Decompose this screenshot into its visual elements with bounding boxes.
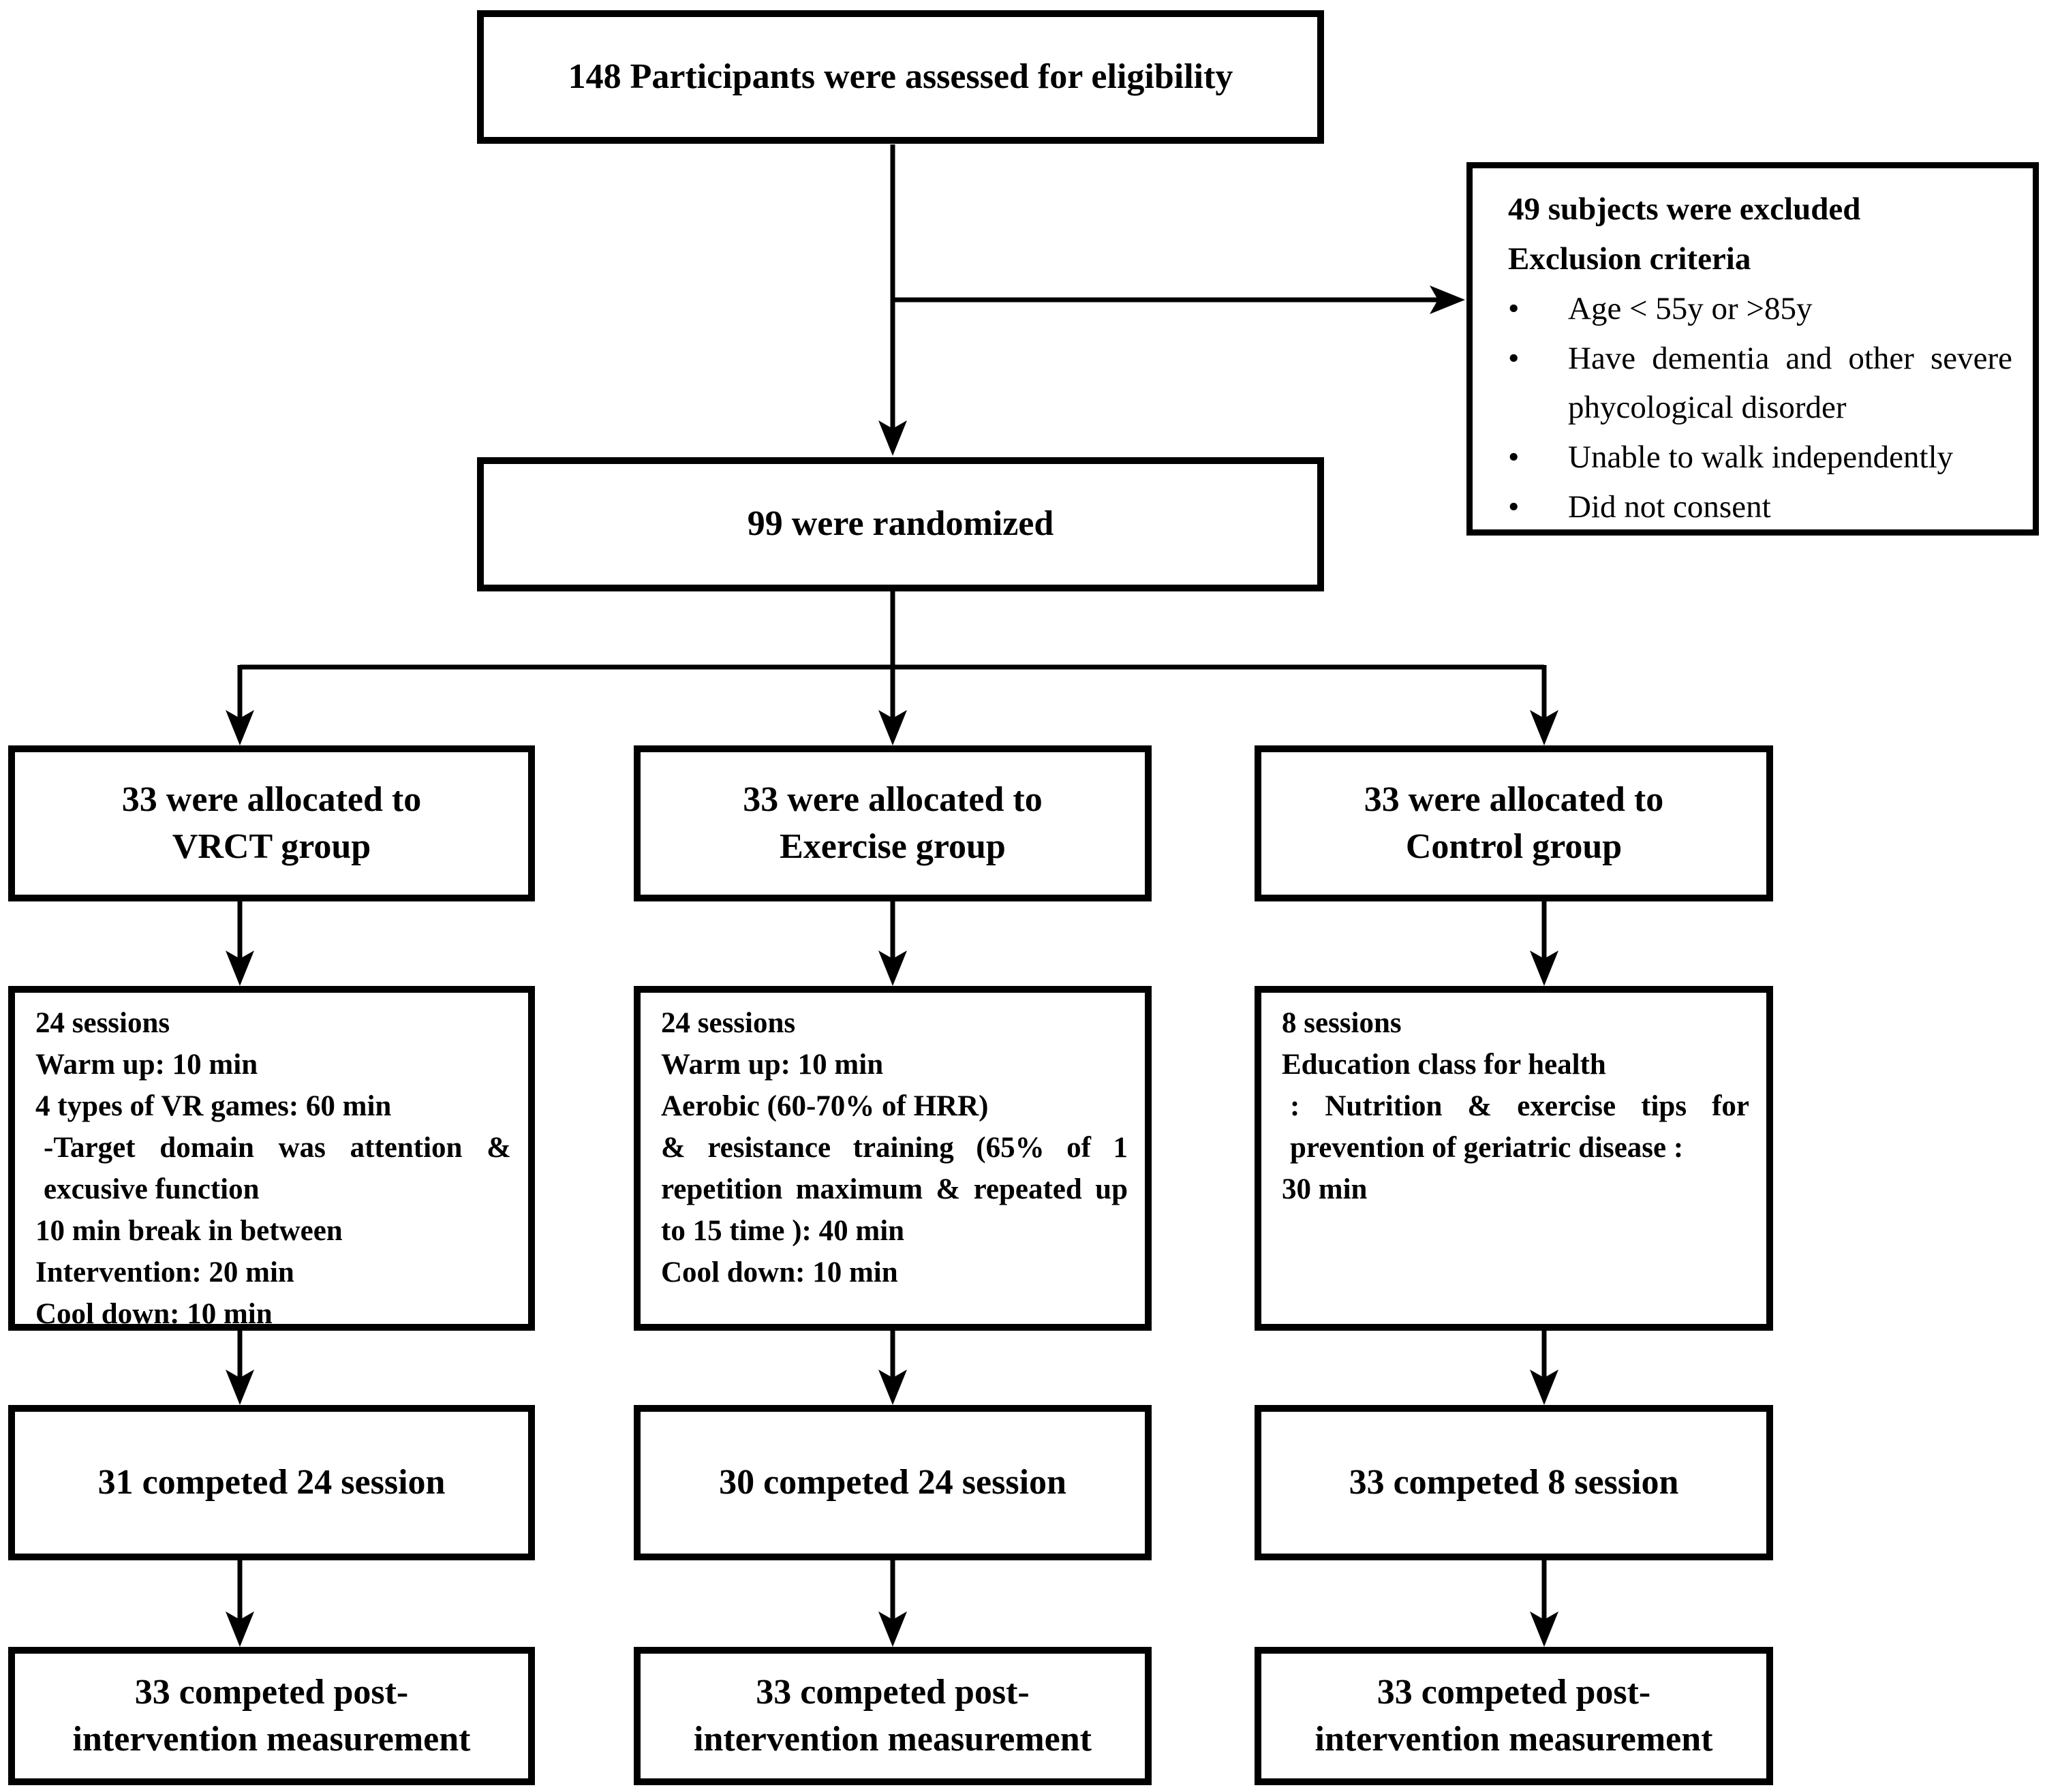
arrow-to-control-allocation	[1530, 665, 1558, 745]
protocol-line: 30 min	[1282, 1173, 1368, 1206]
post-line: 33 competed post-	[756, 1672, 1030, 1712]
arrow-control-to-protocol	[1530, 901, 1558, 986]
post-line: 33 competed post-	[1377, 1672, 1651, 1712]
exclusion-title: 49 subjects were excluded	[1508, 191, 1861, 227]
exclusion-bullet-text: Did not consent	[1568, 489, 1771, 525]
arrow-randomized-to-distributor	[240, 591, 1544, 670]
post-line: 33 competed post-	[134, 1672, 409, 1712]
allocation-line: Exercise group	[780, 827, 1006, 866]
protocol-line: Warm up: 10 min	[35, 1049, 258, 1081]
protocol-line: 8 sessions	[1282, 1007, 1402, 1039]
exclusion-box: 49 subjects were excluded Exclusion crit…	[1466, 162, 2039, 536]
protocol-line: 10 min break in between	[35, 1215, 343, 1248]
exclusion-bullet-age: • Age < 55y or >85y	[1508, 284, 2012, 334]
arrow-control-to-post	[1530, 1560, 1558, 1647]
exclusion-bullet-dementia: • Have dementia and other severe phycolo…	[1508, 334, 2012, 433]
protocol-line: Intervention: 20 min	[35, 1256, 294, 1289]
vrct-completed-box: 31 competed 24 session	[8, 1405, 535, 1560]
arrow-to-vrct-allocation	[226, 665, 254, 745]
protocol-line: Warm up: 10 min	[661, 1049, 884, 1081]
control-post-box: 33 competed post- intervention measureme…	[1255, 1647, 1773, 1785]
protocol-line: Education class for health	[1282, 1049, 1606, 1081]
allocation-line: 33 were allocated to	[1364, 779, 1664, 819]
control-protocol-box: 8 sessions Education class for health : …	[1255, 986, 1773, 1331]
allocation-line: Control group	[1405, 827, 1623, 866]
completed-text: 31 competed 24 session	[97, 1462, 446, 1502]
control-completed-box: 33 competed 8 session	[1255, 1405, 1773, 1560]
randomized-box: 99 were randomized	[477, 457, 1324, 591]
arrow-exercise-to-protocol	[878, 901, 907, 986]
allocation-line: 33 were allocated to	[121, 779, 422, 819]
vrct-post-box: 33 competed post- intervention measureme…	[8, 1647, 535, 1785]
arrow-vrct-to-protocol	[226, 901, 254, 986]
control-allocation-box: 33 were allocated to Control group	[1255, 745, 1773, 901]
post-line: intervention measurement	[1315, 1719, 1713, 1759]
protocol-line: Aerobic (60-70% of HRR)	[661, 1090, 989, 1123]
completed-text: 33 competed 8 session	[1349, 1462, 1679, 1502]
exercise-protocol-box: 24 sessions Warm up: 10 min Aerobic (60-…	[634, 986, 1152, 1331]
protocol-line: & resistance training (65% of 1 repetiti…	[661, 1132, 1128, 1248]
protocol-line: 4 types of VR games: 60 min	[35, 1090, 392, 1123]
protocol-line: : Nutrition & exercise tips for preventi…	[1290, 1090, 1749, 1164]
vrct-protocol-box: 24 sessions Warm up: 10 min 4 types of V…	[8, 986, 535, 1331]
exclusion-bullet-text: Age < 55y or >85y	[1568, 290, 1813, 326]
vrct-allocation-box: 33 were allocated to VRCT group	[8, 745, 535, 901]
completed-text: 30 competed 24 session	[719, 1462, 1066, 1502]
protocol-line: 24 sessions	[35, 1007, 170, 1039]
arrow-vrct-to-post	[226, 1560, 254, 1647]
protocol-line: 24 sessions	[661, 1007, 796, 1039]
arrow-vrct-to-completed	[226, 1331, 254, 1405]
protocol-line: Cool down: 10 min	[661, 1256, 898, 1289]
arrow-exercise-to-post	[878, 1560, 907, 1647]
arrow-to-exercise-allocation	[878, 665, 907, 745]
eligibility-box: 148 Participants were assessed for eligi…	[477, 10, 1324, 144]
arrow-exercise-to-completed	[878, 1331, 907, 1405]
arrow-eligibility-to-randomized	[878, 144, 907, 456]
bullet-icon: •	[1508, 439, 1520, 476]
protocol-line: Cool down: 10 min	[35, 1298, 273, 1331]
bullet-icon: •	[1508, 489, 1520, 525]
exclusion-bullet-consent: • Did not consent	[1508, 482, 2012, 532]
exclusion-bullet-text: Unable to walk independently	[1568, 439, 1954, 476]
post-line: intervention measurement	[72, 1719, 471, 1759]
exercise-completed-box: 30 competed 24 session	[634, 1405, 1152, 1560]
protocol-line: -Target domain was attention & excusive …	[44, 1132, 511, 1206]
allocation-line: VRCT group	[172, 827, 371, 866]
post-line: intervention measurement	[694, 1719, 1092, 1759]
allocation-line: 33 were allocated to	[743, 779, 1043, 819]
arrow-control-to-completed	[1530, 1331, 1558, 1405]
exclusion-subtitle: Exclusion criteria	[1508, 241, 1751, 277]
exclusion-bullet-walk: • Unable to walk independently	[1508, 433, 2012, 482]
eligibility-text: 148 Participants were assessed for eligi…	[568, 57, 1233, 96]
exercise-post-box: 33 competed post- intervention measureme…	[634, 1647, 1152, 1785]
bullet-icon: •	[1508, 340, 1520, 376]
exclusion-bullet-text: Have dementia and other severe phycologi…	[1568, 340, 2012, 426]
exercise-allocation-box: 33 were allocated to Exercise group	[634, 745, 1152, 901]
bullet-icon: •	[1508, 290, 1520, 326]
arrow-to-excluded	[891, 285, 1465, 314]
randomized-text: 99 were randomized	[747, 504, 1054, 544]
